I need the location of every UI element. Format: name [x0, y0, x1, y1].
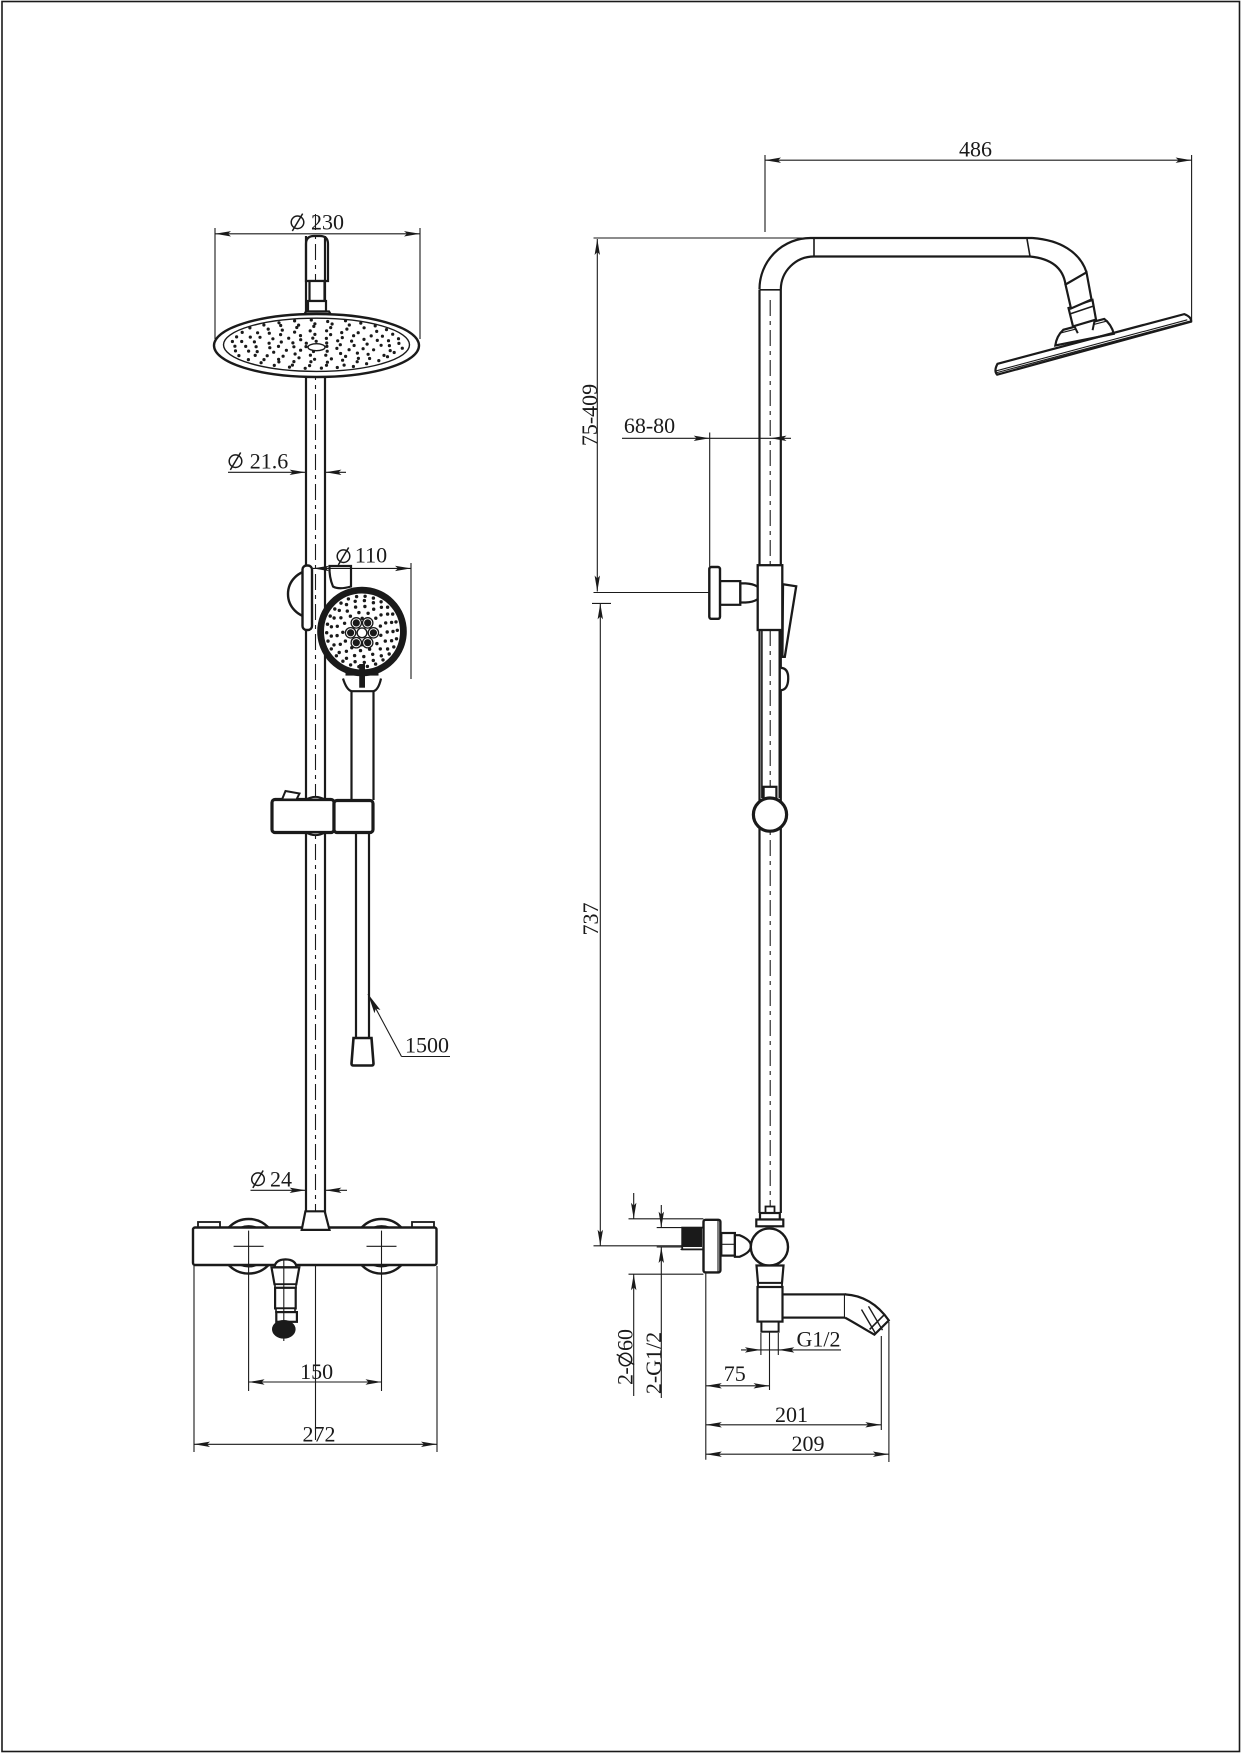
svg-text:75-409: 75-409 [577, 384, 602, 446]
svg-text:G1/2: G1/2 [797, 1327, 841, 1352]
svg-text:75: 75 [724, 1361, 746, 1386]
svg-text:-: - [613, 1367, 638, 1374]
svg-text:21.6: 21.6 [250, 449, 289, 474]
svg-text:272: 272 [303, 1421, 336, 1446]
svg-text:68-80: 68-80 [624, 413, 675, 438]
svg-text:486: 486 [959, 137, 992, 162]
svg-text:2-G1/2: 2-G1/2 [641, 1332, 666, 1394]
svg-text:737: 737 [578, 903, 603, 936]
svg-text:150: 150 [300, 1359, 333, 1384]
svg-text:201: 201 [775, 1402, 808, 1427]
svg-text:1500: 1500 [405, 1033, 449, 1058]
svg-text:110: 110 [355, 543, 387, 568]
svg-text:230: 230 [311, 210, 344, 235]
svg-text:60: 60 [613, 1329, 638, 1351]
svg-text:209: 209 [792, 1431, 825, 1456]
svg-text:24: 24 [270, 1167, 292, 1192]
svg-text:2: 2 [613, 1374, 638, 1385]
